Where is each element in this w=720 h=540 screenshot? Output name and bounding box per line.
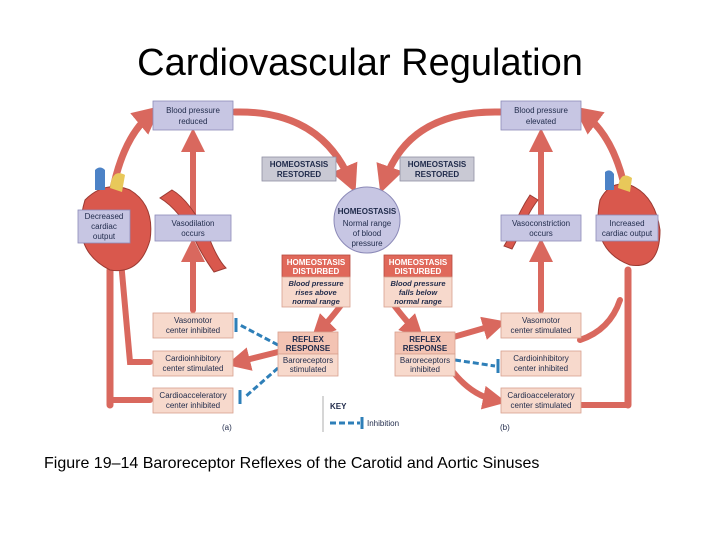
svg-text:center inhibited: center inhibited bbox=[514, 364, 568, 373]
svg-text:elevated: elevated bbox=[526, 117, 556, 126]
left-cardioinhibitory-box: Cardioinhibitory center stimulated bbox=[152, 350, 234, 377]
svg-text:RESTORED: RESTORED bbox=[277, 170, 322, 179]
left-disturbed-box: HOMEOSTASIS DISTURBED Blood pressure ris… bbox=[281, 254, 351, 308]
svg-text:RESTORED: RESTORED bbox=[415, 170, 460, 179]
inhibition-to-cardioinhib-right bbox=[454, 358, 496, 368]
svg-text:HOMEOSTASIS: HOMEOSTASIS bbox=[287, 258, 346, 267]
right-vasoconstriction-box: Vasoconstriction occurs bbox=[500, 214, 582, 242]
svg-text:Blood pressure: Blood pressure bbox=[514, 106, 568, 115]
arrow-cardioinhib-to-cardiac bbox=[109, 238, 153, 365]
svg-text:output: output bbox=[93, 232, 116, 241]
right-vasomotor-box: Vasomotor center stimulated bbox=[500, 312, 582, 339]
right-reflex-box: REFLEX RESPONSE Baroreceptors inhibited bbox=[394, 331, 456, 377]
right-restored-box: HOMEOSTASIS RESTORED bbox=[399, 156, 475, 182]
figure-caption: Figure 19–14 Baroreceptor Reflexes of th… bbox=[44, 455, 540, 472]
svg-text:DISTURBED: DISTURBED bbox=[395, 267, 442, 276]
svg-text:stimulated: stimulated bbox=[290, 365, 326, 374]
svg-text:REFLEX: REFLEX bbox=[409, 335, 441, 344]
inhibition-to-cardioaccel-left bbox=[244, 366, 279, 399]
arrow-reflex-to-cardioinhib-left bbox=[226, 347, 281, 371]
svg-text:center stimulated: center stimulated bbox=[511, 326, 572, 335]
arrow-reduced-to-homeostasis bbox=[231, 108, 358, 193]
arrow-right-vasomotor-loop bbox=[577, 297, 623, 343]
svg-text:Blood pressure: Blood pressure bbox=[390, 279, 445, 288]
svg-text:RESPONSE: RESPONSE bbox=[403, 344, 448, 353]
svg-text:Vasoconstriction: Vasoconstriction bbox=[512, 219, 570, 228]
svg-text:DISTURBED: DISTURBED bbox=[293, 267, 340, 276]
panel-label-b: (b) bbox=[500, 423, 510, 432]
left-restored-box: HOMEOSTASIS RESTORED bbox=[261, 156, 337, 182]
svg-text:center inhibited: center inhibited bbox=[166, 326, 220, 335]
svg-text:Vasodilation: Vasodilation bbox=[172, 219, 215, 228]
svg-text:Cardioacceleratory: Cardioacceleratory bbox=[159, 391, 226, 400]
right-cardioinhibitory-box: Cardioinhibitory center inhibited bbox=[500, 350, 582, 377]
left-cardioacceleratory-box: Cardioacceleratory center inhibited bbox=[152, 387, 234, 414]
right-disturbed-box: HOMEOSTASIS DISTURBED Blood pressure fal… bbox=[383, 254, 453, 308]
svg-text:HOMEOSTASIS: HOMEOSTASIS bbox=[270, 160, 329, 169]
svg-text:Baroreceptors: Baroreceptors bbox=[283, 356, 333, 365]
svg-text:Blood pressure: Blood pressure bbox=[166, 106, 220, 115]
loop-arrows bbox=[106, 106, 632, 410]
svg-text:normal range: normal range bbox=[292, 297, 340, 306]
svg-text:Cardioinhibitory: Cardioinhibitory bbox=[513, 354, 569, 363]
svg-text:center inhibited: center inhibited bbox=[166, 401, 220, 410]
svg-text:falls below: falls below bbox=[399, 288, 439, 297]
svg-text:Vasomotor: Vasomotor bbox=[174, 316, 212, 325]
left-reflex-box: REFLEX RESPONSE Baroreceptors stimulated bbox=[277, 331, 339, 377]
svg-text:center stimulated: center stimulated bbox=[511, 401, 572, 410]
left-cardiac-output-box: Decreased cardiac output bbox=[77, 209, 131, 244]
svg-text:cardiac: cardiac bbox=[91, 222, 117, 231]
svg-text:REFLEX: REFLEX bbox=[292, 335, 324, 344]
left-vasomotor-box: Vasomotor center inhibited bbox=[152, 312, 234, 339]
svg-text:RESPONSE: RESPONSE bbox=[286, 344, 331, 353]
svg-text:cardiac output: cardiac output bbox=[602, 229, 653, 238]
arrow-reflex-to-cardioaccel-right bbox=[447, 365, 507, 410]
right-cardiac-output-box: Increased cardiac output bbox=[595, 214, 659, 242]
svg-text:HOMEOSTASIS: HOMEOSTASIS bbox=[338, 207, 397, 216]
svg-text:Decreased: Decreased bbox=[85, 212, 124, 221]
svg-text:Increased: Increased bbox=[609, 219, 644, 228]
svg-text:Normal range: Normal range bbox=[343, 219, 392, 228]
homeostasis-center: HOMEOSTASIS Normal range of blood pressu… bbox=[333, 186, 401, 254]
arrow-reflex-to-vasomotor-right bbox=[447, 316, 507, 341]
right-bp-elevated-box: Blood pressure elevated bbox=[500, 100, 582, 131]
svg-text:normal range: normal range bbox=[394, 297, 442, 306]
svg-text:of blood: of blood bbox=[353, 229, 381, 238]
svg-text:inhibited: inhibited bbox=[410, 365, 440, 374]
left-vasodilation-box: Vasodilation occurs bbox=[154, 214, 232, 242]
svg-text:reduced: reduced bbox=[179, 117, 208, 126]
svg-text:Blood pressure: Blood pressure bbox=[288, 279, 343, 288]
svg-text:pressure: pressure bbox=[351, 239, 383, 248]
svg-text:occurs: occurs bbox=[181, 229, 205, 238]
svg-text:KEY: KEY bbox=[330, 402, 347, 411]
svg-text:HOMEOSTASIS: HOMEOSTASIS bbox=[389, 258, 448, 267]
right-cardioacceleratory-box: Cardioacceleratory center stimulated bbox=[500, 387, 582, 414]
panel-label-a: (a) bbox=[222, 423, 232, 432]
svg-text:Baroreceptors: Baroreceptors bbox=[400, 356, 450, 365]
svg-text:occurs: occurs bbox=[529, 229, 553, 238]
key-inhibition-label: Inhibition bbox=[367, 419, 399, 428]
svg-text:HOMEOSTASIS: HOMEOSTASIS bbox=[408, 160, 467, 169]
svg-text:center stimulated: center stimulated bbox=[163, 364, 224, 373]
left-bp-reduced-box: Blood pressure reduced bbox=[152, 100, 234, 131]
inhibition-lines bbox=[234, 318, 500, 404]
svg-text:Cardioacceleratory: Cardioacceleratory bbox=[507, 391, 574, 400]
svg-text:rises above: rises above bbox=[295, 288, 336, 297]
inhibition-to-vasomotor-left bbox=[239, 323, 279, 347]
svg-text:Vasomotor: Vasomotor bbox=[522, 316, 560, 325]
svg-text:Cardioinhibitory: Cardioinhibitory bbox=[165, 354, 221, 363]
key-legend: KEY Inhibition bbox=[322, 396, 399, 432]
slide-title: Cardiovascular Regulation bbox=[137, 42, 583, 84]
arrow-elevated-to-homeostasis bbox=[376, 108, 504, 194]
